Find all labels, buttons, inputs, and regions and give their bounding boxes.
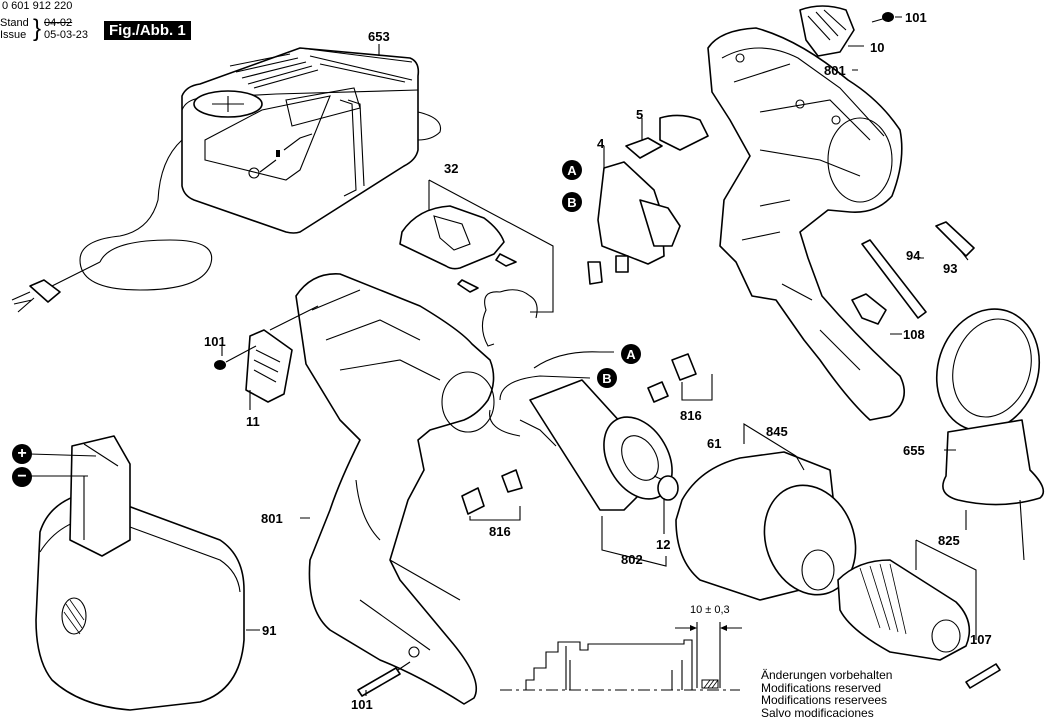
note-line: Änderungen vorbehalten	[761, 668, 893, 682]
part-label-housing-right: 801	[824, 63, 846, 78]
cross-section-drawing	[500, 622, 742, 691]
part-label-bit-holder: 94	[906, 248, 921, 263]
battery-drawing	[29, 435, 245, 711]
housing-right-drawing	[707, 27, 906, 421]
leader-lines	[221, 16, 969, 696]
part-label-pinion: 12	[656, 537, 671, 552]
charger-drawing	[11, 47, 442, 313]
part-label-gearbox-assembly: 845	[766, 424, 788, 439]
stand-label: Stand	[0, 17, 29, 29]
part-label-motor: 802	[621, 552, 643, 567]
brace-icon: }	[33, 15, 42, 42]
gearbox-drawing	[675, 423, 857, 601]
part-label-cap-right: 10	[870, 40, 885, 55]
switch-cover-drawing	[399, 179, 554, 347]
part-label-drill-chuck: 825	[938, 533, 960, 548]
part-label-battery: 91	[262, 623, 277, 638]
doc-number: 0 601 912 220	[2, 0, 73, 12]
connector-a-badge: A	[562, 160, 582, 180]
minus-terminal-icon: −	[12, 467, 32, 487]
part-label-housing-left: 801	[261, 511, 283, 526]
cap-left-drawing	[214, 305, 319, 403]
dimension-tolerance: 10 ± 0,3	[690, 604, 730, 616]
part-label-charger: 653	[368, 29, 390, 44]
issue-label: Issue	[0, 29, 27, 41]
part-label-screw-cap-left: 101	[204, 334, 226, 349]
part-label-switch: 4	[597, 136, 605, 151]
part-label-screwdriver-bit: 93	[943, 261, 958, 276]
part-label-chuck-screw: 107	[970, 632, 992, 647]
note-line: Salvo modificaciones	[761, 705, 874, 720]
note-line: Modifications reserved	[761, 680, 882, 695]
connector-b-motor-badge: B	[597, 368, 617, 388]
modifications-notes: Änderungen vorbehalten Modifications res…	[761, 669, 892, 719]
screw-bottom-drawing	[357, 661, 411, 697]
belt-holder-drawing	[935, 308, 1045, 561]
cap-right-drawing	[799, 5, 894, 57]
part-label-bit-clip: 108	[903, 327, 925, 342]
connector-a-motor-badge: A	[621, 344, 641, 364]
issue-value: 05-03-23	[44, 29, 89, 41]
motor-drawing	[461, 351, 713, 567]
part-label-switch-trigger: 5	[636, 107, 644, 122]
note-line: Modifications reservees	[761, 693, 888, 707]
part-label-carbon-brush-bottom: 816	[489, 524, 511, 539]
bits-drawing	[851, 221, 975, 325]
part-label-cap-left: 11	[246, 414, 260, 429]
housing-left-drawing	[295, 273, 495, 705]
figure-label: Fig./Abb. 1	[104, 21, 191, 40]
chuck-drawing	[837, 539, 1001, 689]
part-label-screw-bottom: 101	[351, 697, 373, 712]
part-label-belt-holder: 655	[903, 443, 925, 458]
part-label-carbon-brush-top: 816	[680, 408, 702, 423]
stand-value: 04-02	[44, 17, 73, 29]
part-label-screw-top: 101	[905, 10, 927, 25]
part-label-switch-cover: 32	[444, 161, 459, 176]
part-label-gearbox: 61	[707, 436, 722, 451]
switch-drawing	[587, 114, 709, 285]
connector-b-badge: B	[562, 192, 582, 212]
plus-terminal-icon: +	[12, 444, 32, 464]
